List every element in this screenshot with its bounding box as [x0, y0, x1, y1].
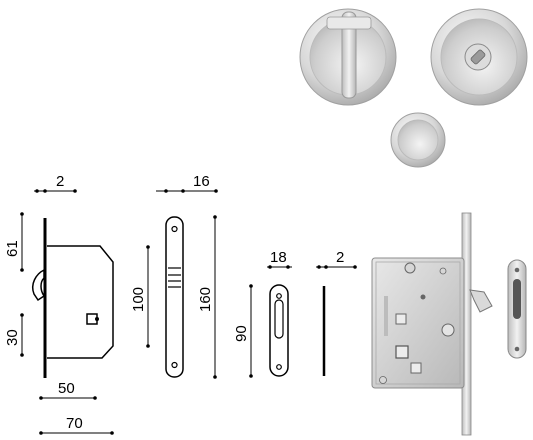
dimension-90: 90 [233, 284, 253, 378]
dimension-50: 50 [39, 380, 97, 400]
dim-label-100: 100 [130, 287, 147, 312]
small-finger-pull-photo [390, 112, 446, 168]
dimension-30: 30 [4, 313, 24, 357]
dim-label-50: 50 [58, 380, 75, 397]
dim-label-90: 90 [233, 325, 250, 342]
dimension-70: 70 [39, 415, 114, 435]
edge-pull-photo [507, 259, 527, 359]
round-pull-handle-photo-left [299, 8, 397, 106]
dim-label-61: 61 [4, 240, 21, 257]
lock-body-photo [371, 212, 493, 436]
edge-pull-front-drawing [269, 284, 289, 377]
dimension-18: 18 [267, 249, 292, 269]
dim-label-2-left: 2 [56, 173, 64, 190]
dimension-61: 61 [4, 212, 24, 272]
lock-body-side-drawing [32, 218, 114, 378]
dim-label-2-right: 2 [336, 249, 344, 266]
dimension-16: 16 [156, 173, 218, 193]
dim-label-30: 30 [4, 329, 21, 346]
dimension-160: 160 [197, 215, 217, 379]
dimension-100: 100 [130, 245, 150, 348]
dimension-faceplate-thickness: 2 [34, 173, 77, 193]
dimension-2-right: 2 [316, 249, 357, 269]
dim-label-70: 70 [66, 415, 83, 432]
round-pull-handle-photo-right [430, 8, 528, 106]
faceplate-front-drawing [165, 216, 184, 378]
dim-label-18: 18 [270, 249, 287, 266]
dim-label-16: 16 [193, 173, 210, 190]
dim-label-160: 160 [197, 287, 214, 312]
